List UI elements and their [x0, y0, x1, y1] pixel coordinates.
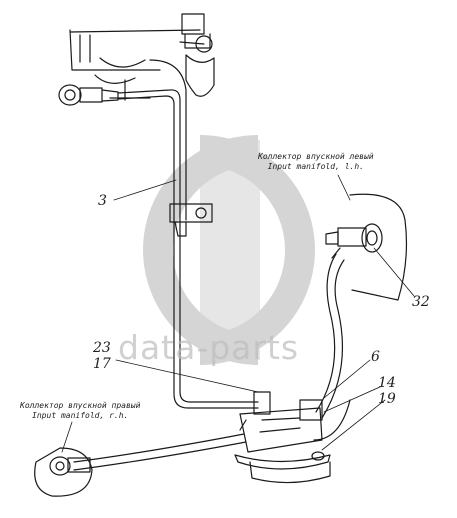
engine-block-top [69, 13, 215, 101]
callout-14: 14 [378, 375, 396, 391]
callout-3: 3 [98, 193, 107, 209]
callout-32: 32 [412, 294, 430, 310]
hose-6 [313, 253, 351, 441]
note-right-manifold-en: Input manifold, r.h. [32, 411, 129, 420]
right-manifold-hose [34, 433, 247, 497]
callout-19: 19 [378, 391, 396, 407]
valve-body [234, 391, 331, 484]
watermark-text: data-parts [118, 328, 300, 367]
note-left-manifold-en: Input manifold, l.h. [267, 162, 364, 171]
top-left-fitting [58, 84, 119, 106]
pipe-clamp [169, 203, 213, 237]
pipe-3 [117, 59, 259, 409]
callout-17: 17 [93, 356, 111, 372]
note-left-manifold: Коллектор впускной левый Input manifold,… [258, 152, 374, 172]
note-right-manifold: Коллектор впускной правый Input manifold… [20, 401, 140, 421]
note-right-manifold-ru: Коллектор впускной правый [20, 401, 141, 410]
callout-6: 6 [371, 349, 380, 365]
note-left-manifold-ru: Коллектор впускной левый [258, 152, 374, 161]
callout-23: 23 [93, 340, 111, 356]
leader-lines [61, 174, 415, 453]
left-manifold-fitting [325, 193, 408, 301]
watermark-logo [143, 135, 315, 365]
